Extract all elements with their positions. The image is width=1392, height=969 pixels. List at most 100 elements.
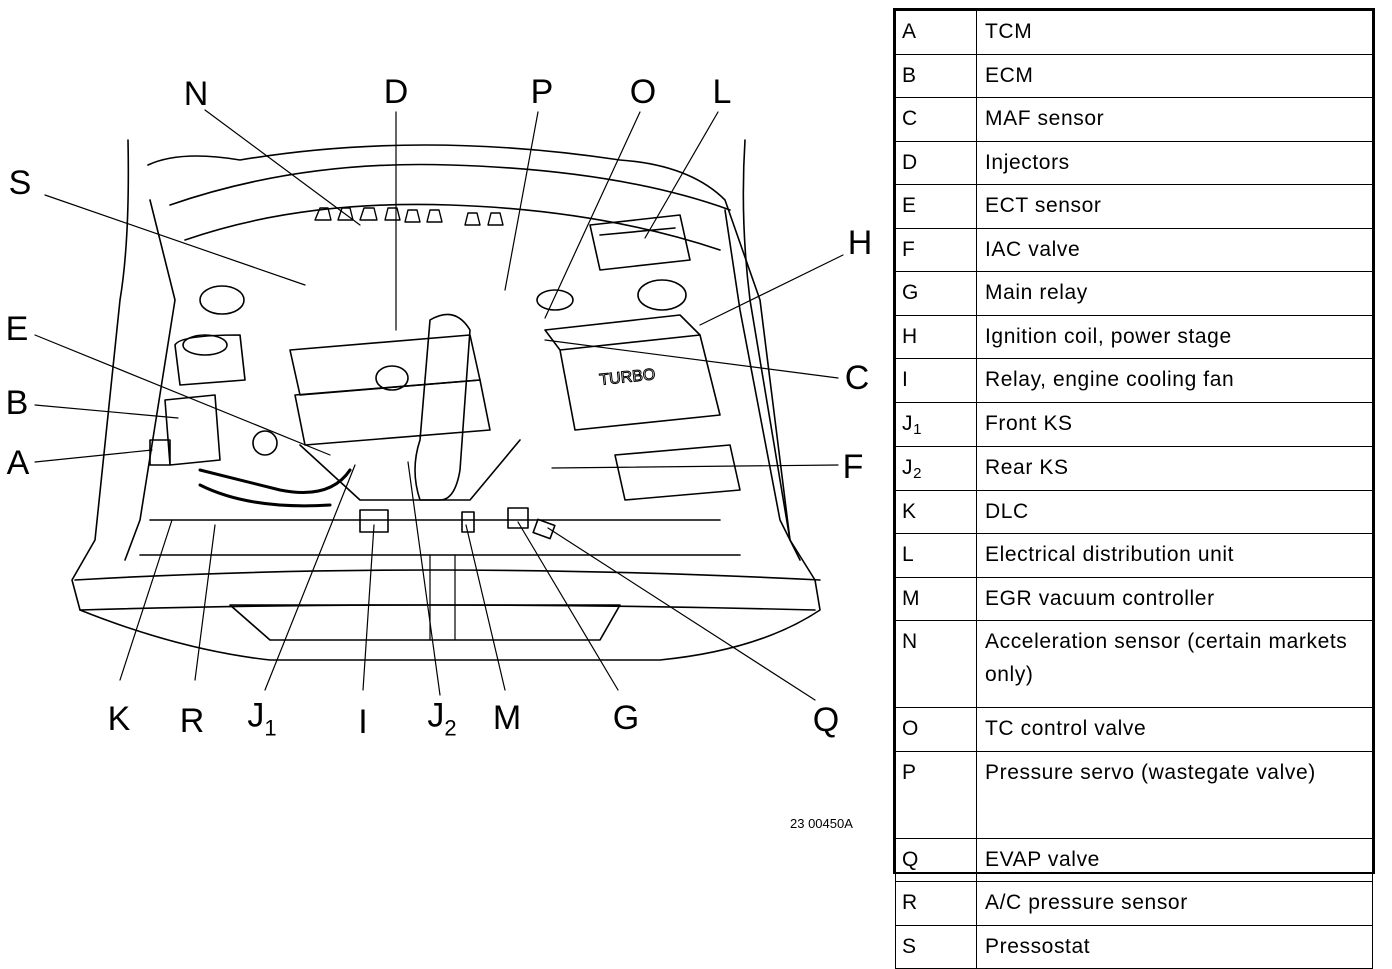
legend-text: Injectors — [976, 140, 1373, 185]
legend-text: Main relay — [976, 271, 1373, 316]
callout-o: O — [629, 73, 657, 111]
leader-lines — [34, 109, 844, 701]
legend-code: E — [895, 184, 977, 229]
legend-text: EVAP valve — [976, 837, 1373, 882]
legend-text: Front KS — [976, 401, 1373, 447]
callout-m: M — [492, 699, 522, 737]
legend-code: B — [895, 53, 977, 98]
cowl-vents — [314, 207, 504, 226]
intake-pipe — [414, 313, 471, 501]
legend-code: G — [895, 271, 977, 316]
legend-text: Rear KS — [976, 445, 1373, 491]
legend-code: S — [895, 924, 977, 969]
front-bumper — [74, 569, 821, 611]
legend-text: DLC — [976, 489, 1373, 534]
callout-a: A — [6, 444, 30, 482]
legend-code: Q — [895, 837, 977, 882]
callout-l: L — [712, 73, 732, 111]
legend-text: A/C pressure sensor — [976, 881, 1373, 926]
ecm-box — [149, 394, 221, 466]
callout-j2: J2 — [427, 696, 457, 741]
callout-r: R — [179, 702, 205, 740]
radiator-support — [139, 519, 741, 556]
coolant-tank — [174, 334, 246, 386]
callout-j1: J1 — [247, 696, 277, 741]
legend-code: F — [895, 227, 977, 272]
cowl-lower — [184, 203, 721, 251]
legend-code: M — [895, 576, 977, 621]
fender-left — [124, 199, 176, 561]
callout-b: B — [5, 384, 29, 422]
legend-code: R — [895, 881, 977, 926]
engine-head — [289, 334, 481, 396]
distribution-box — [589, 214, 691, 271]
legend-text: Acceleration sensor (certain markets onl… — [976, 620, 1373, 708]
grille — [229, 604, 621, 641]
legend-code: D — [895, 140, 977, 185]
legend-text: Ignition coil, power stage — [976, 314, 1373, 359]
battery — [614, 444, 741, 501]
air-filter-box — [544, 314, 721, 431]
legend-text: ECT sensor — [976, 184, 1373, 229]
legend-text: Pressostat — [976, 924, 1373, 969]
callout-c: C — [844, 359, 870, 397]
hood-outline — [71, 139, 821, 661]
callout-q: Q — [812, 701, 840, 739]
legend-text: IAC valve — [976, 227, 1373, 272]
callout-s: S — [8, 164, 32, 202]
callout-i: I — [358, 703, 368, 741]
callout-p: P — [530, 73, 554, 111]
legend-code: N — [895, 620, 977, 708]
legend-code: J1 — [895, 401, 977, 447]
callout-d: D — [383, 73, 409, 111]
legend-text: Pressure servo (wastegate valve) — [976, 750, 1373, 839]
legend-text: Relay, engine cooling fan — [976, 358, 1373, 403]
legend-text: MAF sensor — [976, 97, 1373, 142]
legend-text: Electrical distribution unit — [976, 533, 1373, 578]
hood-inner — [147, 144, 791, 541]
svg-text:TURBO: TURBO — [599, 366, 656, 389]
windshield-cowl — [169, 163, 731, 211]
legend-code: J2 — [895, 445, 977, 491]
legend-text: ECM — [976, 53, 1373, 98]
legend-text: TCM — [976, 10, 1373, 55]
legend-code: O — [895, 707, 977, 752]
engine-lower — [299, 439, 521, 501]
legend-code: P — [895, 750, 977, 839]
fender-right — [724, 209, 801, 561]
legend-code: A — [895, 10, 977, 55]
callout-n: N — [183, 75, 209, 113]
legend-code: H — [895, 314, 977, 359]
callout-f: F — [842, 448, 864, 486]
engine-bay-drawing: TURBO — [34, 109, 844, 701]
legend-text: TC control valve — [976, 707, 1373, 752]
legend-code: K — [895, 489, 977, 534]
legend-text: EGR vacuum controller — [976, 576, 1373, 621]
callout-h: H — [847, 224, 873, 262]
legend-code: C — [895, 97, 977, 142]
figure-reference: 23 00450A — [790, 816, 853, 831]
callout-k: K — [107, 700, 131, 738]
callout-g: G — [612, 699, 640, 737]
engine-cover — [294, 379, 491, 446]
